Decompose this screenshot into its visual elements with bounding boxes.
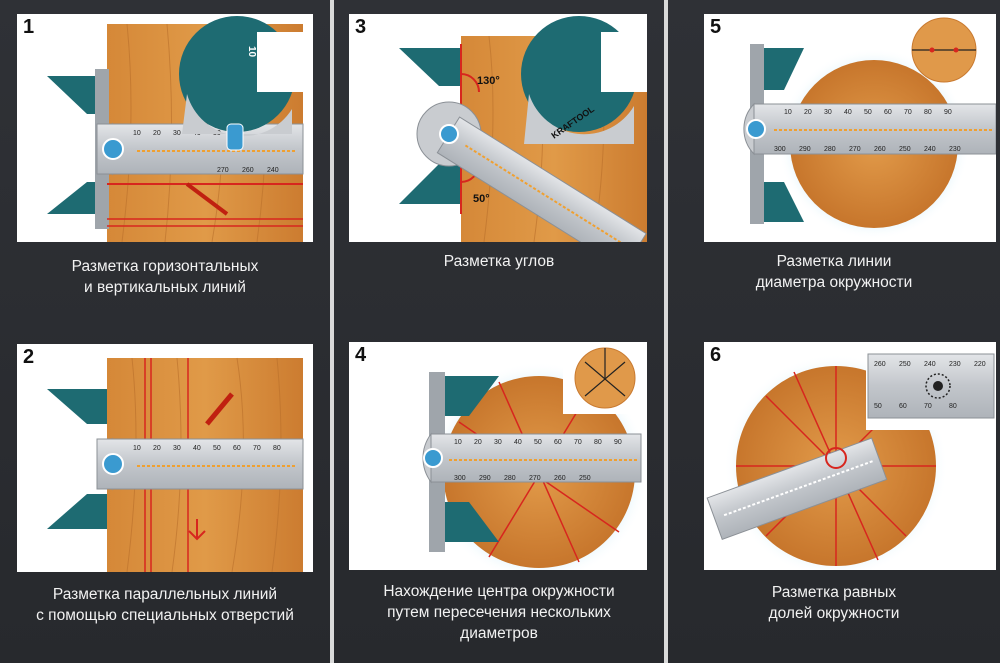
steel-ruler <box>96 438 304 490</box>
svg-text:260: 260 <box>874 146 886 153</box>
svg-text:240: 240 <box>924 361 936 368</box>
svg-text:60: 60 <box>233 445 241 452</box>
svg-text:280: 280 <box>824 146 836 153</box>
svg-text:20: 20 <box>474 439 482 446</box>
step-4-illustration: 4 10 20 30 40 50 60 70 80 90 300 290 280 270 260 2… <box>349 342 647 570</box>
step-1-caption: Разметка горизонтальных и вертикальных л… <box>71 258 259 296</box>
svg-text:30: 30 <box>494 439 502 446</box>
pencil <box>185 182 229 216</box>
svg-text:240: 240 <box>924 146 936 153</box>
svg-text:50: 50 <box>534 439 542 446</box>
svg-text:250: 250 <box>899 361 911 368</box>
svg-text:10: 10 <box>246 46 257 58</box>
svg-text:10: 10 <box>133 130 141 137</box>
svg-text:80: 80 <box>949 403 957 410</box>
svg-text:230: 230 <box>949 146 961 153</box>
svg-text:70: 70 <box>924 403 932 410</box>
arrow-down-icon <box>188 519 206 541</box>
svg-text:90: 90 <box>944 109 952 116</box>
column-divider <box>330 0 334 663</box>
step-number: 1 <box>23 16 35 38</box>
step-6-illustration: 6 260 250 240 230 220 50 60 70 80 <box>704 342 996 570</box>
svg-text:60: 60 <box>899 403 907 410</box>
svg-text:40: 40 <box>193 445 201 452</box>
svg-text:60: 60 <box>554 439 562 446</box>
svg-text:290: 290 <box>479 475 491 482</box>
pivot <box>102 138 124 160</box>
svg-text:260: 260 <box>874 361 886 368</box>
svg-text:230: 230 <box>949 361 961 368</box>
step-number: 6 <box>710 344 722 366</box>
svg-text:20: 20 <box>153 130 161 137</box>
step-number: 5 <box>710 16 722 38</box>
svg-text:50: 50 <box>213 445 221 452</box>
teal-wing-bottom <box>47 182 107 214</box>
svg-text:10: 10 <box>133 445 141 452</box>
svg-text:270: 270 <box>217 167 229 174</box>
step-number: 3 <box>355 16 367 38</box>
svg-text:10: 10 <box>454 439 462 446</box>
svg-text:240: 240 <box>267 167 279 174</box>
step-4-caption: Нахождение центра окружности путем перес… <box>383 583 615 642</box>
svg-text:50: 50 <box>864 109 872 116</box>
teal-wing-top <box>47 76 107 114</box>
step-number: 4 <box>355 344 367 366</box>
svg-text:300: 300 <box>454 475 466 482</box>
svg-text:80: 80 <box>924 109 932 116</box>
svg-text:290: 290 <box>799 146 811 153</box>
column-divider <box>664 0 668 663</box>
svg-text:80: 80 <box>273 445 281 452</box>
step-number: 2 <box>23 346 35 368</box>
svg-text:280: 280 <box>504 475 516 482</box>
svg-text:50: 50 <box>874 403 882 410</box>
step-3-illustration: 3 130° 50° KRAFTOOL <box>349 14 647 242</box>
svg-text:30: 30 <box>173 130 181 137</box>
svg-text:40: 40 <box>514 439 522 446</box>
angle-130-label: 130° <box>477 75 500 87</box>
step-6-caption: Разметка равных долей окружности <box>768 584 900 622</box>
svg-text:250: 250 <box>579 475 591 482</box>
svg-text:220: 220 <box>974 361 986 368</box>
step-2-illustration: 2 10 20 30 40 50 60 70 80 <box>17 344 313 572</box>
svg-text:80: 80 <box>594 439 602 446</box>
svg-text:270: 270 <box>529 475 541 482</box>
svg-text:30: 30 <box>173 445 181 452</box>
svg-text:20: 20 <box>804 109 812 116</box>
svg-text:30: 30 <box>824 109 832 116</box>
svg-text:90: 90 <box>614 439 622 446</box>
svg-text:270: 270 <box>849 146 861 153</box>
pencil <box>205 392 234 426</box>
svg-text:250: 250 <box>899 146 911 153</box>
angle-50-label: 50° <box>473 193 490 205</box>
svg-text:70: 70 <box>253 445 261 452</box>
svg-text:70: 70 <box>574 439 582 446</box>
svg-text:60: 60 <box>884 109 892 116</box>
step-3-caption: Разметка углов <box>443 253 555 270</box>
svg-text:70: 70 <box>904 109 912 116</box>
svg-text:10: 10 <box>784 109 792 116</box>
step-5-caption: Разметка линии диаметра окружности <box>755 253 913 291</box>
step-5-illustration: 5 10 20 30 40 50 60 70 80 90 300 290 280 270 260 2… <box>704 14 996 242</box>
svg-text:20: 20 <box>153 445 161 452</box>
svg-text:260: 260 <box>554 475 566 482</box>
step-2-caption: Разметка параллельных линий с помощью сп… <box>36 586 294 624</box>
svg-text:40: 40 <box>844 109 852 116</box>
svg-text:260: 260 <box>242 167 254 174</box>
svg-text:300: 300 <box>774 146 786 153</box>
